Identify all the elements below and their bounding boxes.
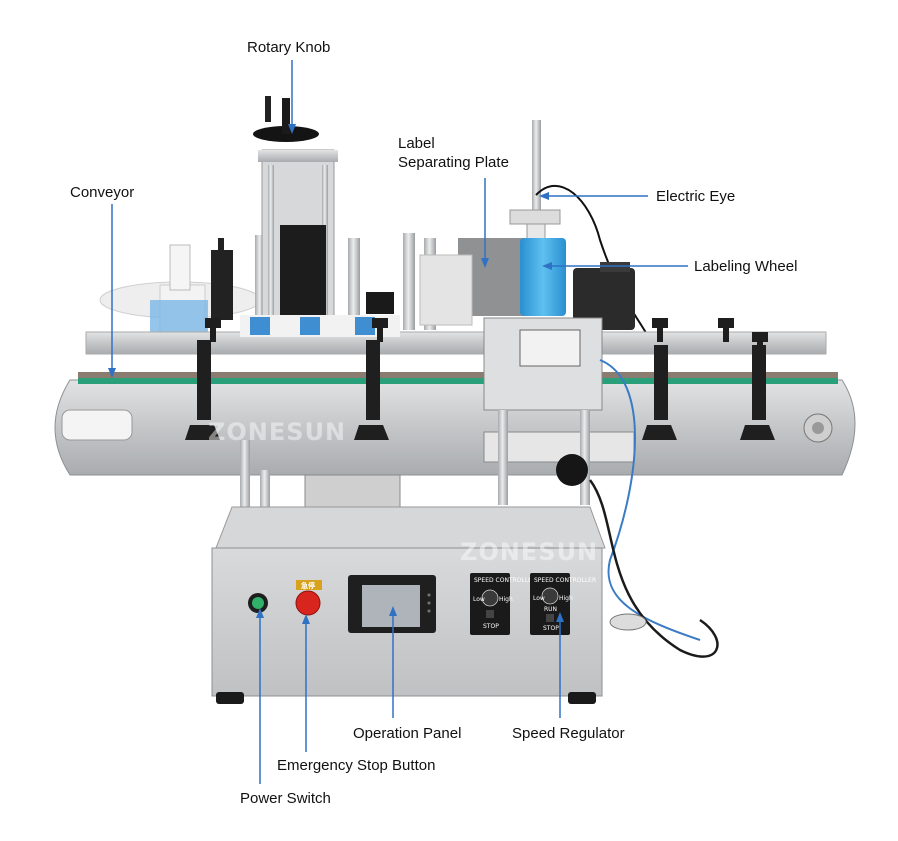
label-rotary-knob: Rotary Knob <box>247 39 331 56</box>
svg-text:High: High <box>559 595 573 602</box>
speed-regulator-left[interactable]: SPEED CONTROLLER Low High STOP <box>470 573 536 635</box>
label-power-switch: Power Switch <box>240 790 331 807</box>
conveyor-clamps <box>185 340 775 440</box>
label-conveyor: Conveyor <box>70 184 135 201</box>
label-labeling-wheel: Labeling Wheel <box>694 258 798 275</box>
svg-text:STOP: STOP <box>483 623 499 630</box>
label-electric-eye: Electric Eye <box>656 188 736 205</box>
label-separating-plate: Label Separating Plate <box>398 134 538 172</box>
guide-rail <box>85 331 827 355</box>
label-emergency-stop-button: Emergency Stop Button <box>277 757 436 774</box>
label-operation-panel: Operation Panel <box>353 725 462 742</box>
svg-text:SPEED CONTROLLER: SPEED CONTROLLER <box>474 577 536 584</box>
conveyor-body <box>54 379 856 476</box>
label-separating-plate-line1: Label <box>398 135 435 152</box>
svg-text:Low: Low <box>533 595 545 602</box>
watermark: ZONESUN <box>208 418 346 446</box>
svg-text:Low: Low <box>473 596 485 603</box>
motor <box>573 268 635 330</box>
emergency-stop-button[interactable] <box>295 590 321 616</box>
conveyor-belt <box>78 378 838 384</box>
machine-illustration: 急停 SPEED CONTROLLER Low High STOP SPEED … <box>54 96 856 704</box>
cabinet-top <box>215 506 606 549</box>
leader-lines <box>108 60 688 784</box>
svg-text:STOP: STOP <box>543 625 559 632</box>
svg-text:High: High <box>499 596 513 603</box>
watermark: ZONESUN <box>460 538 598 566</box>
label-speed-regulator: Speed Regulator <box>512 725 625 742</box>
operation-panel-screen <box>362 585 420 627</box>
label-separating-plate-line2: Separating Plate <box>398 154 509 171</box>
svg-text:SPEED CONTROLLER: SPEED CONTROLLER <box>534 577 596 584</box>
svg-text:RUN: RUN <box>544 606 557 613</box>
emergency-badge: 急停 <box>301 581 315 590</box>
labeling-wheel-roller <box>520 238 566 316</box>
electric-eye-rod <box>532 120 541 230</box>
